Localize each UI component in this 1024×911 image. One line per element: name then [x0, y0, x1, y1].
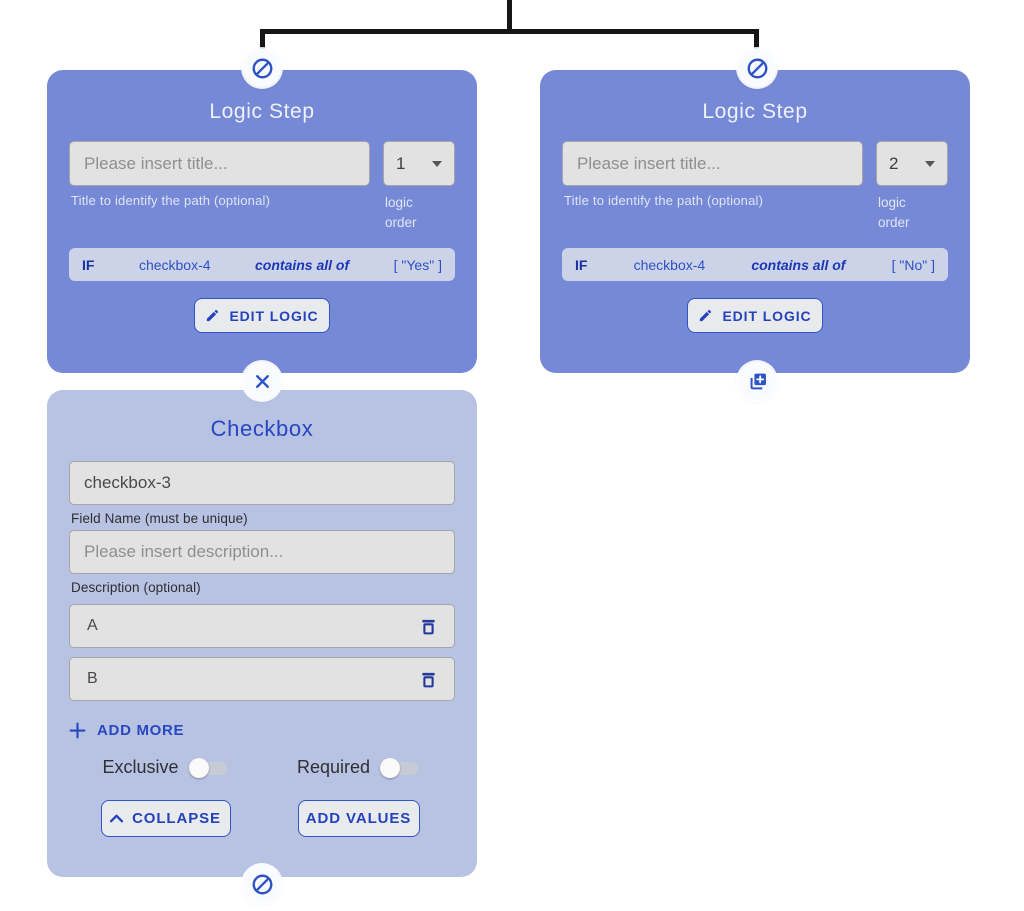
connector-right-drop-line — [754, 29, 759, 51]
step-title-input[interactable] — [562, 141, 863, 186]
chevron-up-icon — [110, 814, 124, 823]
field-name-input[interactable] — [69, 461, 455, 505]
condition-row: IF checkbox-4 contains all of [ "Yes" ] — [69, 248, 455, 282]
condition-row: IF checkbox-4 contains all of [ "No" ] — [562, 248, 948, 282]
trash-icon — [422, 672, 435, 687]
connector-root-line — [507, 0, 512, 33]
condition-value: [ "No" ] — [891, 256, 935, 273]
title-hint-label: Title to identify the path (optional) — [564, 193, 764, 208]
condition-if-keyword: IF — [575, 256, 588, 273]
required-toggle[interactable] — [380, 757, 420, 778]
close-icon — [255, 374, 269, 388]
edit-logic-label: EDIT LOGIC — [229, 307, 319, 324]
pencil-icon — [207, 309, 219, 322]
condition-field: checkbox-4 — [633, 256, 706, 273]
add-more-button[interactable]: ADD MORE — [69, 722, 184, 739]
logic-step-card-2: Logic Step Title to identify the path (o… — [540, 70, 970, 373]
add-field-button[interactable] — [738, 362, 776, 400]
pencil-icon — [700, 309, 712, 322]
caret-down-icon — [432, 160, 442, 167]
exclusive-toggle[interactable] — [188, 757, 229, 778]
block-icon — [252, 58, 272, 78]
block-icon — [747, 58, 767, 78]
condition-operator: contains all of — [751, 256, 846, 273]
title-hint-label: Title to identify the path (optional) — [71, 193, 271, 208]
delete-value-button[interactable] — [416, 667, 441, 692]
remove-connection-button[interactable] — [243, 362, 281, 400]
logic-step-card-1: Logic Step Title to identify the path (o… — [47, 70, 477, 373]
caret-down-icon — [925, 160, 935, 167]
toggle-knob — [188, 757, 209, 778]
delete-value-button[interactable] — [416, 614, 441, 639]
collapse-button[interactable]: COLLAPSE — [100, 800, 231, 837]
edit-logic-button[interactable]: EDIT LOGIC — [687, 298, 823, 334]
block-icon — [252, 874, 272, 894]
checkbox-field-card: Checkbox Field Name (must be unique) Des… — [47, 390, 477, 877]
add-values-button[interactable]: ADD VALUES — [297, 800, 420, 837]
card-title: Checkbox — [210, 416, 314, 441]
value-row: A — [69, 604, 455, 648]
collapse-label: COLLAPSE — [132, 810, 221, 827]
trash-icon — [422, 619, 435, 634]
value-text: B — [87, 670, 98, 687]
add-more-label: ADD MORE — [97, 722, 185, 739]
connector-horizontal-line — [260, 29, 759, 34]
logic-order-select[interactable]: 2 — [876, 141, 948, 186]
duplicate-add-icon — [750, 373, 766, 389]
block-node-button-step-1[interactable] — [243, 49, 281, 87]
value-text: A — [87, 617, 98, 634]
card-title: Logic Step — [702, 100, 808, 123]
logic-order-label: logic order — [385, 195, 417, 230]
logic-order-select[interactable]: 1 — [383, 141, 455, 186]
step-title-input[interactable] — [69, 141, 370, 186]
condition-if-keyword: IF — [82, 256, 95, 273]
edit-logic-label: EDIT LOGIC — [722, 307, 812, 324]
condition-operator: contains all of — [255, 256, 350, 273]
condition-value: [ "Yes" ] — [393, 256, 442, 273]
logic-order-value: 1 — [396, 153, 406, 173]
toggle-knob — [380, 757, 401, 778]
block-node-button-checkbox[interactable] — [243, 865, 281, 903]
required-toggle-label: Required — [296, 757, 371, 777]
exclusive-toggle-label: Exclusive — [102, 757, 179, 777]
field-name-label: Field Name (must be unique) — [71, 511, 248, 526]
condition-field: checkbox-4 — [138, 256, 211, 273]
edit-logic-button[interactable]: EDIT LOGIC — [194, 298, 330, 334]
block-node-button-step-2[interactable] — [738, 49, 776, 87]
connector-left-drop-line — [260, 29, 265, 51]
add-values-label: ADD VALUES — [305, 810, 412, 827]
card-title: Logic Step — [209, 100, 315, 123]
description-label: Description (optional) — [71, 580, 201, 595]
description-input[interactable] — [69, 530, 455, 574]
logic-order-value: 2 — [889, 153, 899, 173]
logic-order-label: logic order — [878, 195, 910, 230]
plus-icon — [69, 722, 86, 739]
value-row: B — [69, 657, 455, 701]
